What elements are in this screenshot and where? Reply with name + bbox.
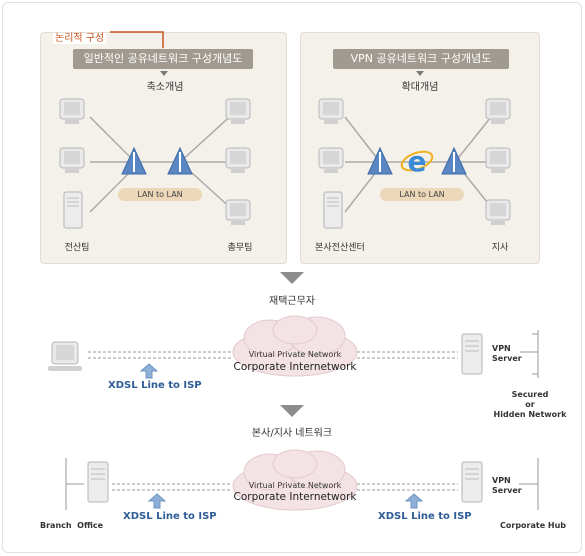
expand-concept-label: 확대개념 xyxy=(401,82,439,93)
logical-config-label: 논리적 구성 xyxy=(53,26,107,45)
general-affairs-label: 총무팀 xyxy=(227,243,253,253)
shrink-concept-label: 축소개념 xyxy=(146,82,184,93)
server-tower-icon xyxy=(87,461,109,503)
server-tower-icon xyxy=(63,191,83,229)
remote-vpn-links xyxy=(88,330,539,378)
xdsl-line-label: XDSL Line to ISP xyxy=(108,380,202,391)
xdsl-line-right-label: XDSL Line to ISP xyxy=(378,511,472,522)
logical-config-text: 논리적 구성 xyxy=(53,33,107,44)
vpn-cloud-line2: Corporate Internetwork xyxy=(233,361,357,373)
corporate-hub-label: Corporate Hub xyxy=(500,521,567,530)
monitor-icon xyxy=(485,98,511,124)
svg-text:e: e xyxy=(408,145,427,178)
vpn-cloud-line1: Virtual Private Network xyxy=(248,481,342,490)
site-to-site-links xyxy=(65,458,539,510)
secured-network-label: Secured or Hidden Network xyxy=(490,390,570,420)
monitor-icon xyxy=(225,147,251,173)
down-triangle-icon xyxy=(280,405,304,417)
router-icon xyxy=(367,146,393,175)
xdsl-line-left-label: XDSL Line to ISP xyxy=(123,511,217,522)
server-tower-icon xyxy=(323,191,343,229)
server-tower-icon xyxy=(461,333,483,375)
vpn-network-title: VPN 공유네트워크 구성개념도 xyxy=(333,49,509,69)
router-icon xyxy=(121,146,147,175)
it-team-label: 전산팀 xyxy=(64,243,90,253)
up-arrow-icon xyxy=(139,363,159,379)
monitor-icon xyxy=(59,98,85,124)
vpn-server-line2: Server xyxy=(492,486,522,495)
vpn-server-line1: VPN xyxy=(492,476,511,485)
monitor-icon xyxy=(485,199,511,225)
up-arrow-icon xyxy=(404,493,424,509)
up-arrow-icon xyxy=(147,493,167,509)
monitor-icon xyxy=(318,98,344,124)
down-triangle-icon xyxy=(280,272,304,284)
vpn-server-line2: Server xyxy=(492,354,522,363)
router-icon xyxy=(441,146,467,175)
secured-line2: or xyxy=(525,400,535,409)
vpn-cloud-line2: Corporate Internetwork xyxy=(233,491,357,503)
down-triangle-icon xyxy=(416,71,424,76)
lan-to-lan-label: LAN to LAN xyxy=(380,188,464,201)
remote-worker-label: 재택근무자 xyxy=(269,296,315,307)
lan-to-lan-label: LAN to LAN xyxy=(118,188,202,201)
router-icon xyxy=(167,146,193,175)
monitor-icon xyxy=(225,98,251,124)
cloud-icon xyxy=(232,449,358,511)
monitor-icon xyxy=(48,341,82,371)
vpn-server-label: VPN Server xyxy=(492,344,532,364)
cloud-icon xyxy=(232,315,358,377)
hq-branch-network-label: 본사/지사 네트워크 xyxy=(251,428,333,439)
monitor-icon xyxy=(318,147,344,173)
down-triangle-icon xyxy=(160,71,168,76)
monitor-icon xyxy=(485,147,511,173)
secured-line1: Secured xyxy=(511,390,549,399)
vpn-server-label: VPN Server xyxy=(492,476,532,496)
branch-office-label: Branch Office xyxy=(40,521,104,530)
server-tower-icon xyxy=(461,461,483,503)
hq-it-center-label: 본사전산센터 xyxy=(315,243,365,253)
vpn-cloud-line1: Virtual Private Network xyxy=(248,350,342,359)
branch-label: 지사 xyxy=(491,243,509,253)
monitor-icon xyxy=(225,199,251,225)
monitor-icon xyxy=(59,147,85,173)
shared-network-title: 일반적인 공유네트워크 구성개념도 xyxy=(73,49,253,69)
internet-explorer-icon: e xyxy=(400,145,434,178)
logic-bracket xyxy=(110,31,164,48)
vpn-server-line1: VPN xyxy=(492,344,511,353)
secured-line3: Hidden Network xyxy=(493,410,567,419)
